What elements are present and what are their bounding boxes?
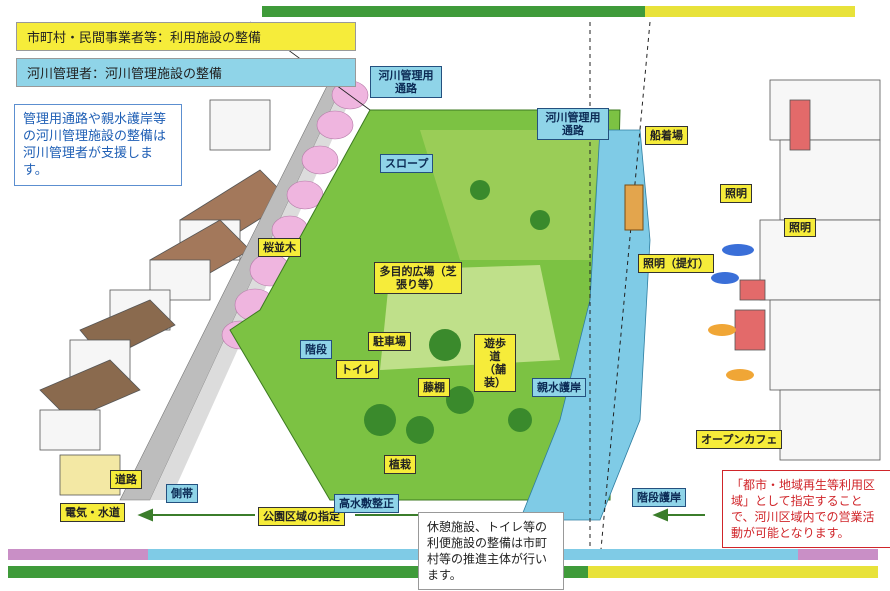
bottom-bar-purple-right: [798, 549, 878, 560]
label-open-cafe: オープンカフェ: [696, 430, 783, 449]
label-boat-landing: 船着場: [645, 126, 688, 145]
cafe-umbrellas: [708, 244, 754, 381]
label-mgmt-path-left: 河川管理用通路: [370, 66, 442, 98]
top-bar-yellow: [645, 6, 855, 17]
label-parking: 駐車場: [368, 332, 411, 351]
label-side-ditch: 側帯: [166, 484, 198, 503]
label-levee: 高水敷整正: [334, 494, 399, 513]
label-revetment: 親水護岸: [532, 378, 586, 397]
support-callout: 管理用通路や親水護岸等の河川管理施設の整備は河川管理者が支援します。: [14, 104, 182, 186]
label-park-designation: 公園区域の指定: [258, 507, 345, 526]
label-utilities: 電気・水道: [60, 503, 125, 522]
designation-callout: 「都市・地域再生等利用区域」として指定することで、河川区域内での営業活動が可能と…: [722, 470, 890, 548]
label-stair-revetment: 階段護岸: [632, 488, 686, 507]
label-toilet: トイレ: [336, 360, 379, 379]
park-trees: [364, 180, 550, 444]
bottom-bar-cyan-right: [588, 549, 798, 560]
right-buildings: [734, 79, 881, 461]
label-planting: 植栽: [384, 455, 416, 474]
left-buildings: [39, 99, 291, 496]
river: [519, 129, 651, 521]
label-slope: スロープ: [380, 154, 434, 173]
label-lighting: 照明: [720, 184, 752, 203]
legend-river-admin: 河川管理者：河川管理施設の整備: [16, 58, 356, 87]
top-bar-green: [262, 6, 645, 17]
label-promenade: 遊歩道（舗装）: [474, 334, 516, 392]
label-road: 道路: [110, 470, 142, 489]
legend-municipal: 市町村・民間事業者等：利用施設の整備: [16, 22, 356, 51]
bottom-bar-cyan: [148, 549, 588, 560]
label-lighting-right: 照明: [784, 218, 816, 237]
label-multipurpose-plaza: 多目的広場（芝張り等）: [374, 262, 462, 294]
bottom-bar-purple-left: [8, 549, 148, 560]
label-stairs: 階段: [300, 340, 332, 359]
label-lanterns: 照明（提灯）: [638, 254, 714, 273]
cherry-trees: [221, 80, 369, 350]
label-mgmt-path-right: 河川管理用通路: [537, 108, 609, 140]
bottom-bar-yellow: [588, 566, 878, 578]
boat: [624, 184, 644, 231]
label-cherry-trees: 桜並木: [258, 238, 301, 257]
upper-park: [420, 130, 600, 260]
label-arbor: 藤棚: [418, 378, 450, 397]
rest-facilities-callout: 休憩施設、トイレ等の利便施設の整備は市町村等の推進主体が行います。: [418, 512, 564, 590]
arrows: [137, 508, 705, 522]
